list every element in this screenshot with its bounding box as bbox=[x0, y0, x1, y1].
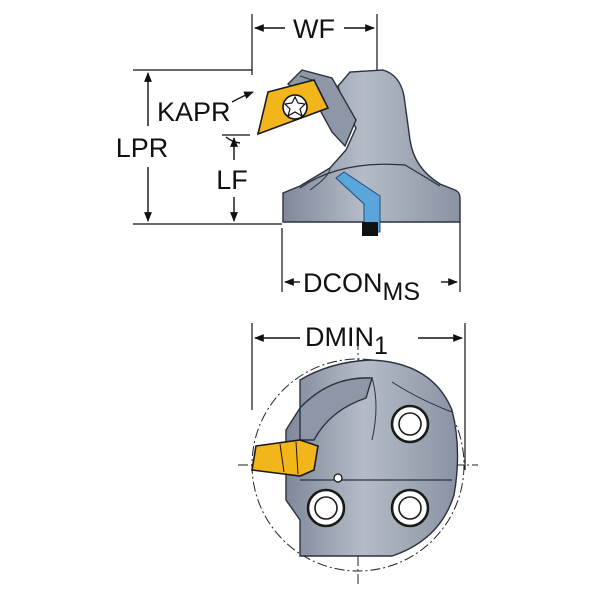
clamp-end-view bbox=[299, 377, 373, 441]
coolant-channel bbox=[335, 171, 381, 233]
dmin-subscript: 1 bbox=[374, 332, 388, 360]
dcon-subscript: MS bbox=[383, 278, 421, 306]
kapr-label: KAPR bbox=[157, 97, 231, 127]
lpr-label: LPR bbox=[116, 133, 169, 163]
cutting-insert-end bbox=[251, 439, 319, 477]
dcon-main: DCON bbox=[303, 268, 383, 298]
clamp-edge bbox=[371, 377, 377, 441]
mounting-hole-icon bbox=[306, 488, 346, 528]
kapr-arrow-upper bbox=[231, 91, 254, 103]
end-face-contour bbox=[391, 381, 453, 413]
holder-fillet bbox=[309, 167, 331, 191]
dmin-main: DMIN bbox=[305, 322, 374, 352]
pin-icon bbox=[333, 473, 343, 483]
holder-shoulder-line bbox=[299, 163, 441, 189]
dcon-label: DCONMS bbox=[303, 268, 420, 306]
side-view: WF LPR LF KAPR DCONMS bbox=[116, 14, 461, 306]
holder-body bbox=[282, 69, 461, 223]
mounting-hole-icon bbox=[390, 404, 430, 444]
end-view: DMIN1 bbox=[238, 322, 478, 585]
mounting-hole-icon bbox=[390, 488, 430, 528]
insert-facets bbox=[279, 441, 299, 475]
torx-screw-icon bbox=[282, 94, 308, 120]
lf-label: LF bbox=[216, 165, 248, 195]
coolant-plug bbox=[362, 222, 378, 236]
dmin-label: DMIN1 bbox=[305, 322, 388, 360]
wf-label: WF bbox=[293, 14, 335, 44]
kapr-arrow-lower bbox=[225, 136, 241, 144]
